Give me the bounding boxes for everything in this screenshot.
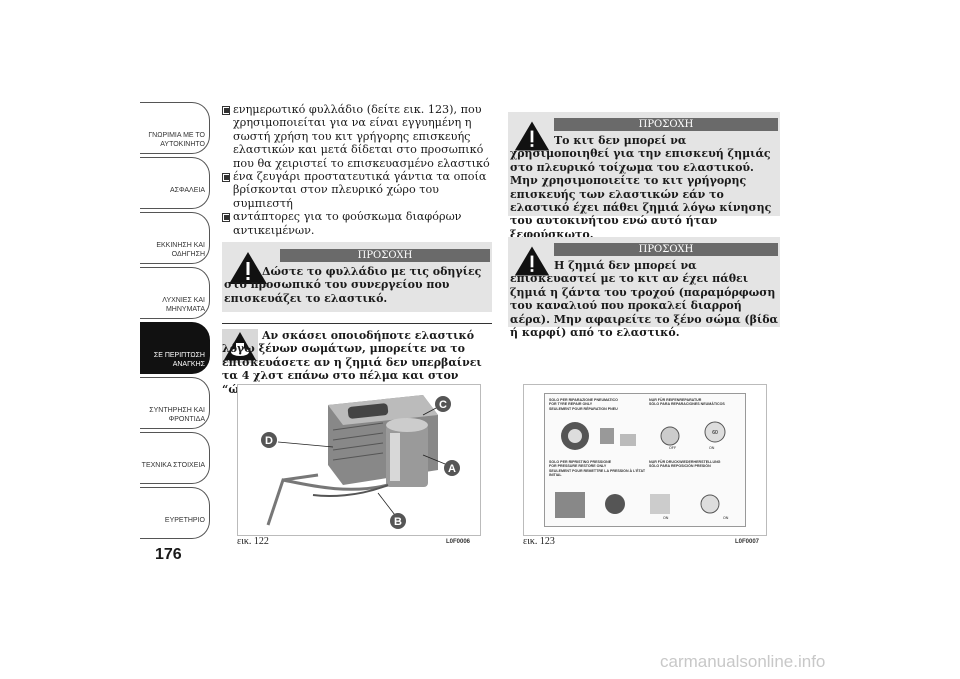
warning-box-right-2: ΠΡΟΣΟΧΗ Η ζημιά δεν μπορεί να επισκευαστ… bbox=[508, 237, 780, 339]
warning-triangle-icon bbox=[514, 121, 550, 151]
tab-maintenance[interactable]: ΣΥΝΤΗΡΗΣΗ ΚΑΙ ΦΡΟΝΤΙΔΑ bbox=[140, 377, 210, 429]
tab-safety[interactable]: ΑΣΦΑΛΕΙΑ bbox=[140, 157, 210, 209]
bullet-item: ενημερωτικό φυλλάδιο (δείτε εικ. 123), π… bbox=[222, 103, 492, 170]
warning-triangle-icon bbox=[229, 252, 267, 284]
leaflet-token: ON bbox=[709, 446, 715, 450]
leaflet-illustrations: 60 bbox=[555, 421, 726, 518]
callout-a: A bbox=[448, 463, 456, 475]
tab-getting-to-know[interactable]: ΓΝΩΡΙΜΙΑ ΜΕ ΤΟ ΑΥΤΟΚΙΝΗΤΟ bbox=[140, 102, 210, 154]
tab-index[interactable]: ΕΥΡΕΤΗΡΙΟ bbox=[140, 487, 210, 539]
tire-note-icon bbox=[222, 329, 258, 363]
page-number: 176 bbox=[155, 546, 182, 563]
leaflet-panel: SOLO PER RIPARAZIONE PNEUMATICO FOR TYRE… bbox=[544, 393, 746, 527]
checkbox-bullet-icon bbox=[222, 213, 230, 223]
leaflet-line: SEULEMENT POUR REMETTRE LA PRESSION À L'… bbox=[549, 468, 646, 478]
leaflet-line: SEULEMENT POUR RÉPARATION PNEU bbox=[549, 406, 618, 411]
leaflet-token: ON bbox=[663, 516, 669, 520]
warning-triangle-icon bbox=[514, 246, 550, 276]
tab-technical-data[interactable]: ΤΕΧΝΙΚΑ ΣΤΟΙΧΕΙΑ bbox=[140, 432, 210, 484]
leaflet-line: NUR FÜR REIFENREPARATUR bbox=[649, 398, 702, 402]
figure-caption: εικ. 122 bbox=[237, 536, 269, 547]
bullet-item: ένα ζευγάρι προστατευτικά γάντια τα οποί… bbox=[222, 170, 492, 210]
tab-label: ΣΕ ΠΕΡΙΠΤΩΣΗ ΑΝΑΓΚΗΣ bbox=[153, 352, 205, 368]
tab-label: ΑΣΦΑΛΕΙΑ bbox=[169, 187, 205, 194]
leaflet-dial-label: 60 bbox=[712, 430, 718, 436]
figure-code: L0F0006 bbox=[446, 539, 471, 545]
tab-label: ΓΝΩΡΙΜΙΑ ΜΕ ΤΟ ΑΥΤΟΚΙΝΗΤΟ bbox=[148, 132, 205, 148]
warning-header: ΠΡΟΣΟΧΗ bbox=[554, 118, 778, 131]
bullet-text: ένα ζευγάρι προστατευτικά γάντια τα οποί… bbox=[233, 170, 487, 210]
leaflet-text-top-left: SOLO PER RIPARAZIONE PNEUMATICO FOR TYRE… bbox=[549, 398, 649, 411]
tab-emergency[interactable]: ΣΕ ΠΕΡΙΠΤΩΣΗ ΑΝΑΓΚΗΣ bbox=[140, 322, 210, 374]
tab-label: ΤΕΧΝΙΚΑ ΣΤΟΙΧΕΙΑ bbox=[141, 462, 205, 469]
callout-d: D bbox=[265, 435, 273, 447]
leaflet-token: ON bbox=[723, 516, 729, 520]
figure-123: SOLO PER RIPARAZIONE PNEUMATICO FOR TYRE… bbox=[523, 384, 767, 536]
bullet-text: αντάπτορες για το φούσκωμα διαφόρων αντι… bbox=[233, 210, 462, 237]
warning-box-left: ΠΡΟΣΟΧΗ Δώστε το φυλλάδιο με τις οδηγίες… bbox=[222, 242, 492, 312]
tab-starting-driving[interactable]: ΕΚΚΙΝΗΣΗ ΚΑΙ ΟΔΗΓΗΣΗ bbox=[140, 212, 210, 264]
warning-text: Δώστε το φυλλάδιο με τις οδηγίες στο προ… bbox=[224, 265, 482, 305]
tab-label: ΕΥΡΕΤΗΡΙΟ bbox=[164, 517, 205, 524]
warning-header: ΠΡΟΣΟΧΗ bbox=[280, 249, 490, 262]
note-text: Αν σκάσει οποιοδήποτε ελαστικό λόγω ξένω… bbox=[222, 329, 482, 396]
figure-code: L0F0007 bbox=[735, 539, 760, 545]
tab-warning-lights[interactable]: ΛΥΧΝΙΕΣ ΚΑΙ ΜΗΝΥΜΑΤΑ bbox=[140, 267, 210, 319]
bullet-list: ενημερωτικό φυλλάδιο (δείτε εικ. 123), π… bbox=[222, 103, 492, 237]
footer-watermark: carmanualsonline.info bbox=[660, 652, 826, 671]
leaflet-line: NUR FÜR DRUCKWIEDERHERSTELLUNG bbox=[649, 460, 721, 464]
bullet-text: ενημερωτικό φυλλάδιο (δείτε εικ. 123), π… bbox=[233, 103, 490, 170]
leaflet-token: OFF bbox=[669, 446, 677, 450]
leaflet-text-bottom-right: NUR FÜR DRUCKWIEDERHERSTELLUNG SÓLO PARA… bbox=[649, 460, 743, 469]
leaflet-line: SOLO PER RIPARAZIONE PNEUMATICO bbox=[549, 398, 618, 402]
callout-c: C bbox=[439, 399, 447, 411]
leaflet-line: SOLO PER RIPRISTINO PRESSIONE bbox=[549, 460, 612, 464]
leaflet-line: SÓLO PARA REPARACIONES NEUMÁTICOS bbox=[649, 402, 725, 407]
divider bbox=[222, 323, 492, 324]
checkbox-bullet-icon bbox=[222, 106, 230, 115]
leaflet-line: FOR PRESSURE RESTORE ONLY bbox=[549, 464, 607, 469]
warning-text: Το κιτ δεν μπορεί να χρησιμοποιηθεί για … bbox=[510, 134, 772, 241]
callout-b: B bbox=[394, 516, 402, 528]
figure-122: C D A B bbox=[237, 384, 481, 536]
warning-text: Η ζημιά δεν μπορεί να επισκευαστεί με το… bbox=[510, 259, 779, 340]
compressor-illustration: C D A B bbox=[261, 395, 460, 529]
warning-box-right-1: ΠΡΟΣΟΧΗ Το κιτ δεν μπορεί να χρησιμοποιη… bbox=[508, 112, 780, 241]
warning-header: ΠΡΟΣΟΧΗ bbox=[554, 243, 778, 256]
leaflet-line: FOR TYRE REPAIR ONLY bbox=[549, 402, 593, 407]
checkbox-bullet-icon bbox=[222, 173, 230, 183]
leaflet-text-bottom-left: SOLO PER RIPRISTINO PRESSIONE FOR PRESSU… bbox=[549, 460, 649, 478]
tab-label: ΛΥΧΝΙΕΣ ΚΑΙ ΜΗΝΥΜΑΤΑ bbox=[162, 297, 205, 313]
leaflet-line: SÓLO PARA REPOSICIÓN PRESIÓN bbox=[649, 464, 711, 469]
figure-caption: εικ. 123 bbox=[523, 536, 555, 547]
leaflet-text-top-right: NUR FÜR REIFENREPARATUR SÓLO PARA REPARA… bbox=[649, 398, 743, 407]
tab-label: ΕΚΚΙΝΗΣΗ ΚΑΙ ΟΔΗΓΗΣΗ bbox=[156, 242, 205, 258]
tab-label: ΣΥΝΤΗΡΗΣΗ ΚΑΙ ΦΡΟΝΤΙΔΑ bbox=[149, 407, 205, 423]
bullet-item: αντάπτορες για το φούσκωμα διαφόρων αντι… bbox=[222, 210, 492, 237]
